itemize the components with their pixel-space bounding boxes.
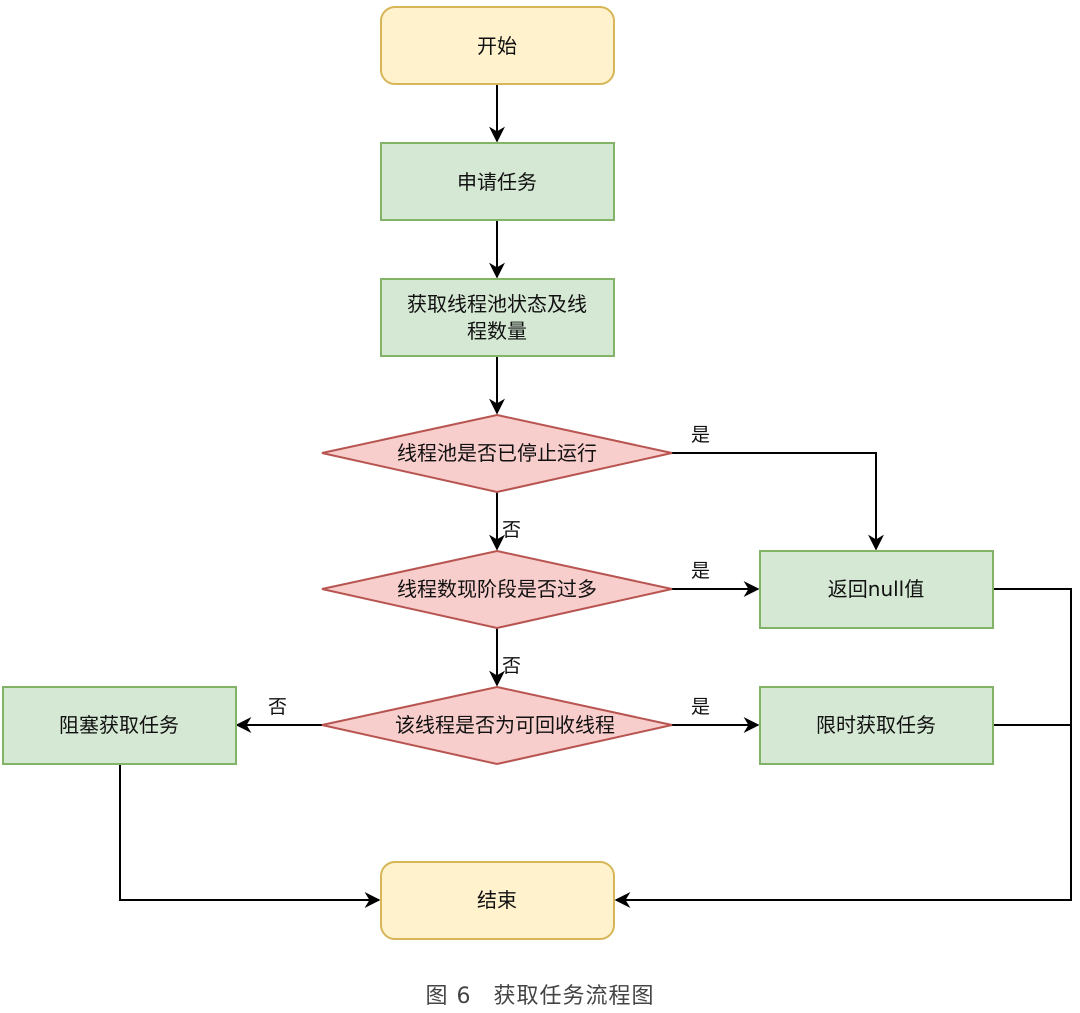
node-blocking-get: 阻塞获取任务 [2,686,237,765]
edge-blocking-to-end [119,764,381,908]
figure-caption: 图 6 获取任务流程图 [0,978,1080,1010]
figure-title: 获取任务流程图 [493,984,655,1009]
edge-labels: 是 否 是 否 是 否 [268,424,710,718]
label-recyclable-no: 否 [268,696,287,718]
label-recyclable-yes: 是 [691,696,710,718]
node-get-pool-state-line1: 获取线程池状态及线 [407,292,587,316]
node-get-pool-state-line2: 程数量 [467,319,527,343]
node-apply-task-label: 申请任务 [457,170,537,194]
label-toomany-yes: 是 [691,560,710,582]
edge-stopped-yes-to-null [672,452,884,551]
node-is-stopped: 线程池是否已停止运行 [321,413,673,494]
node-is-recyclable: 该线程是否为可回收线程 [321,685,673,766]
node-end-label: 结束 [477,888,517,912]
node-is-recyclable-label: 该线程是否为可回收线程 [395,713,615,737]
node-too-many-threads: 线程数现阶段是否过多 [321,549,673,630]
node-timed-get: 限时获取任务 [759,686,994,765]
edges [119,84,1072,908]
label-stopped-no: 否 [502,519,521,541]
label-stopped-yes: 是 [691,424,710,446]
node-blocking-get-label: 阻塞获取任务 [59,713,179,737]
figure-number: 图 6 [425,984,472,1009]
node-return-null: 返回null值 [759,550,994,629]
node-too-many-threads-label: 线程数现阶段是否过多 [397,577,597,601]
node-timed-get-label: 限时获取任务 [816,713,936,737]
node-end: 结束 [380,861,615,940]
node-get-pool-state: 获取线程池状态及线 程数量 [380,278,615,357]
node-is-stopped-label: 线程池是否已停止运行 [397,441,597,465]
node-apply-task: 申请任务 [380,142,615,221]
node-start-label: 开始 [477,34,517,58]
node-start: 开始 [380,6,615,85]
label-toomany-no: 否 [502,655,521,677]
edge-null-to-end [614,588,1072,908]
node-return-null-label: 返回null值 [828,577,924,601]
